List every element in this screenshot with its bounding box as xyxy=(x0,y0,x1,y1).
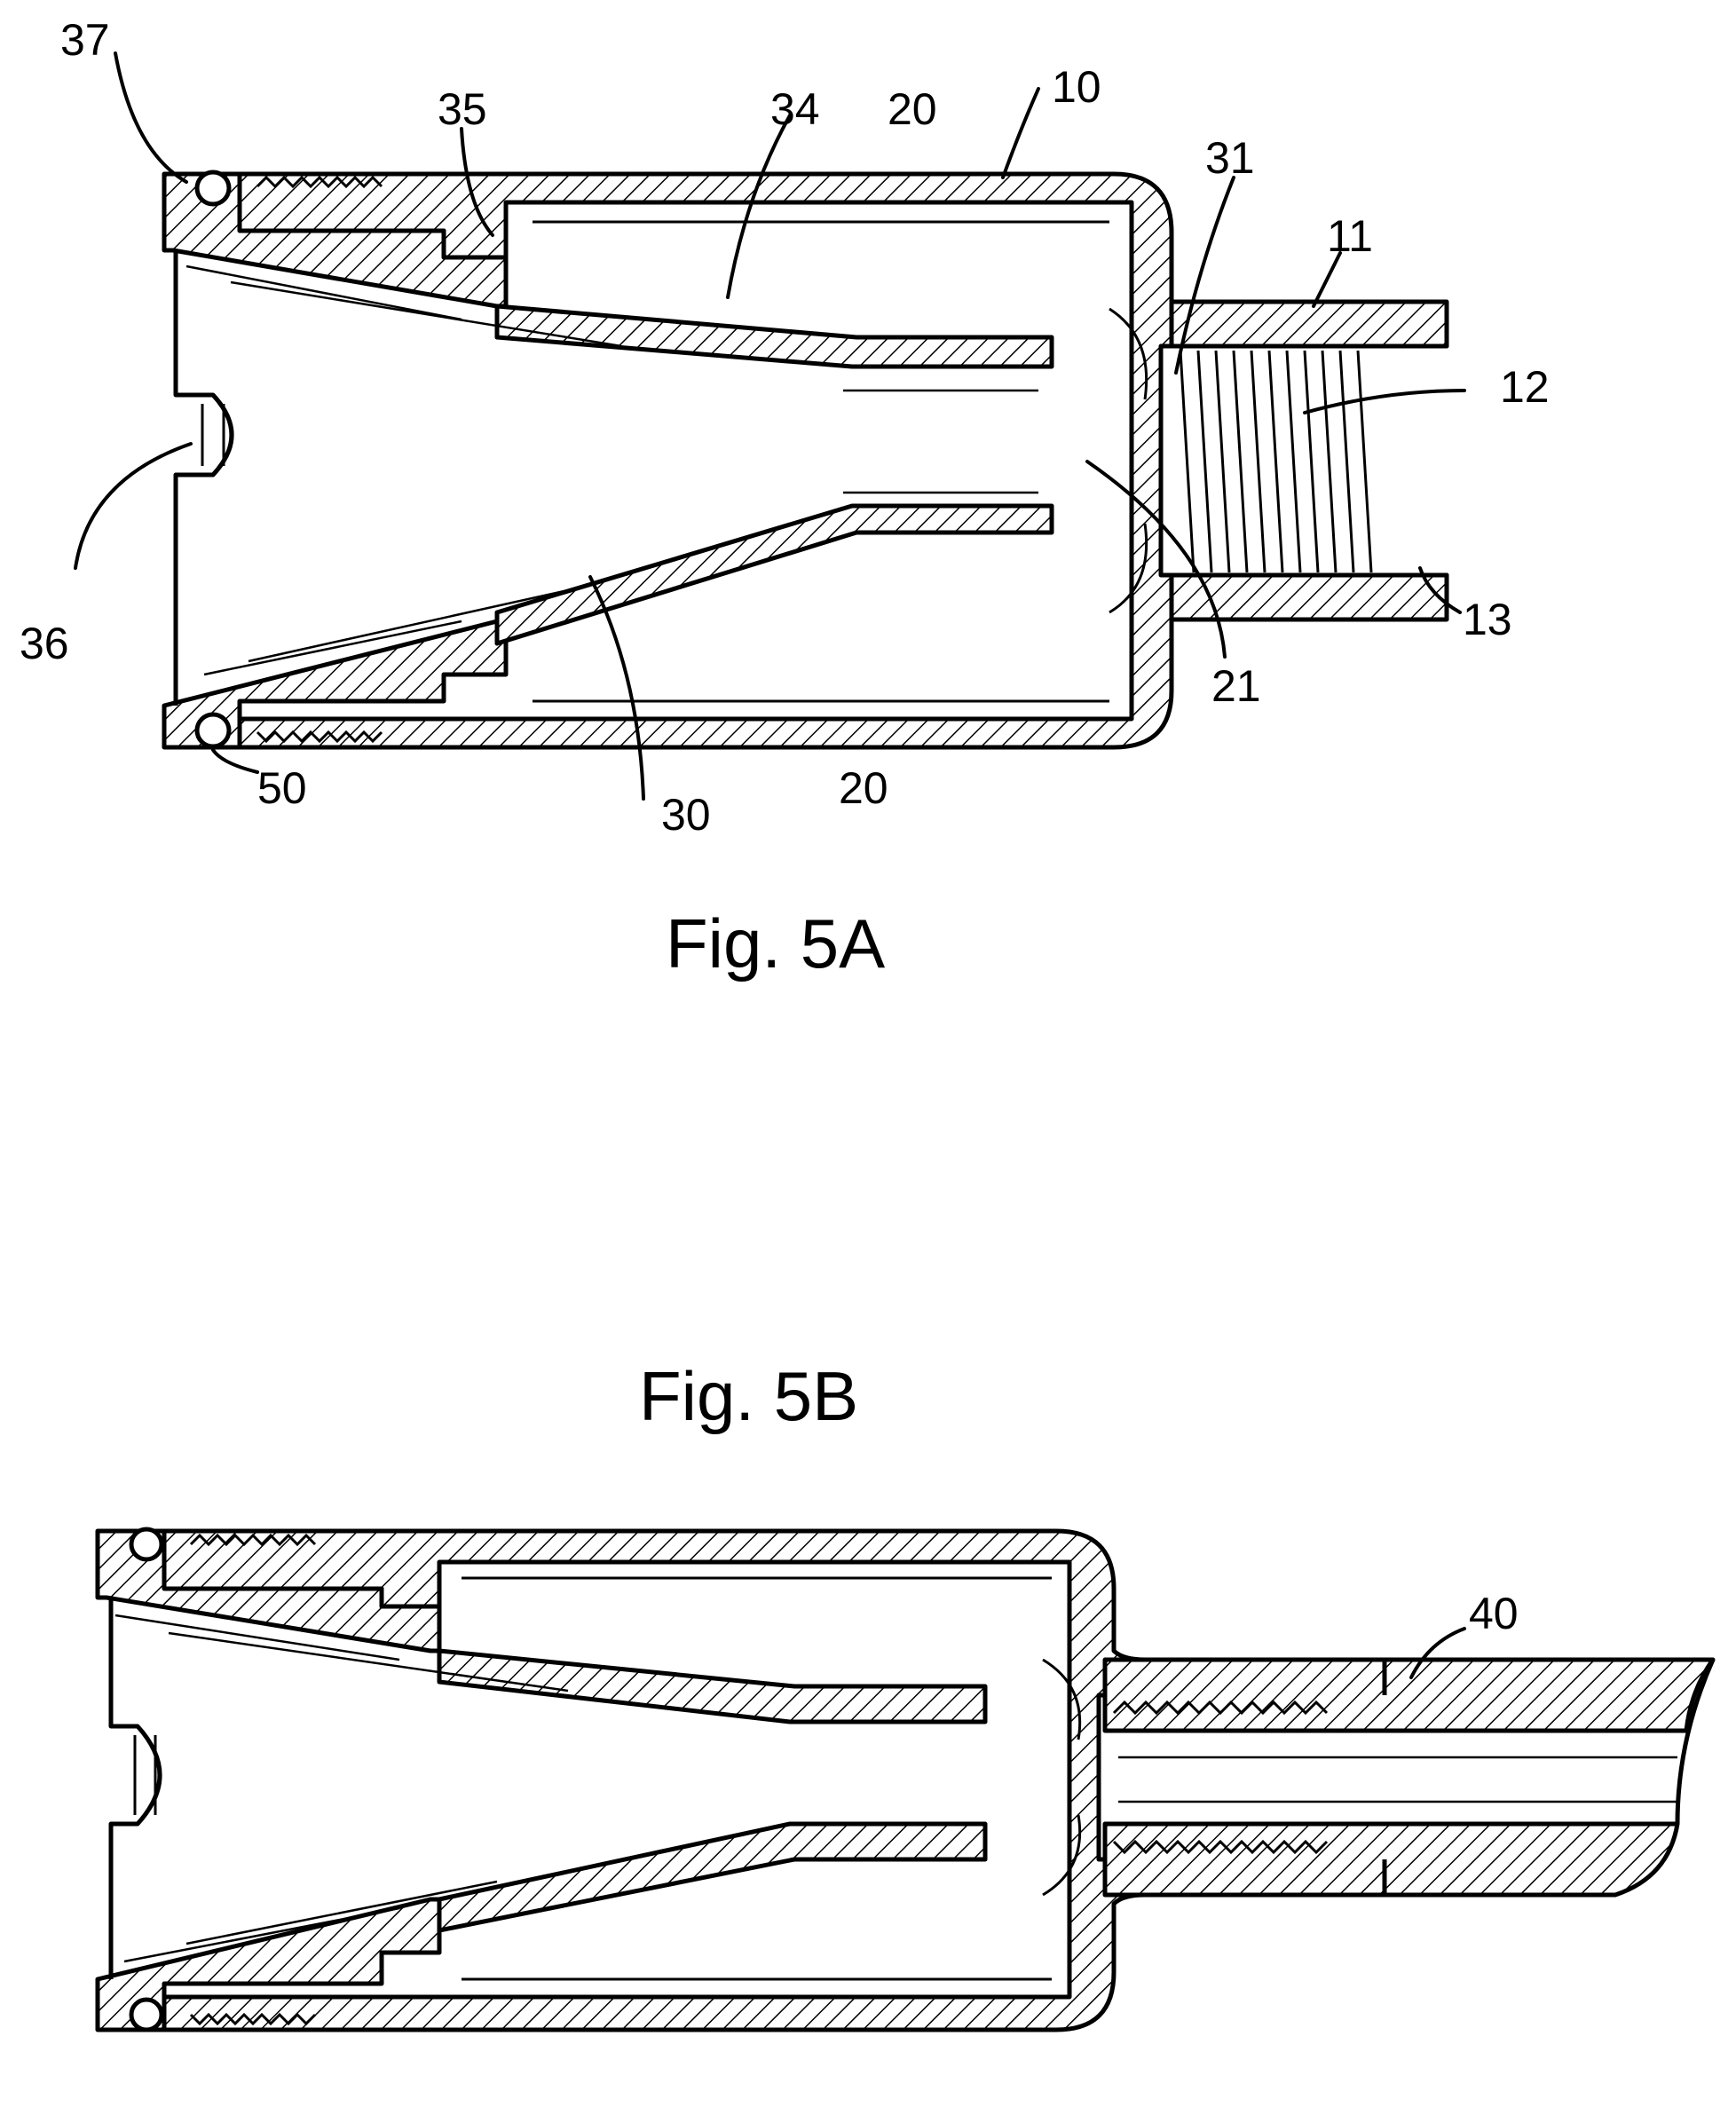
figure-5a: 37 35 34 20 10 31 11 12 36 13 21 50 30 2… xyxy=(20,15,1550,983)
label-36: 36 xyxy=(20,619,69,668)
seal-b-ring-bottom xyxy=(129,1997,164,2032)
label-12: 12 xyxy=(1500,362,1550,412)
seal-b-ring-top xyxy=(129,1527,164,1562)
leader-31 xyxy=(1174,176,1235,375)
funnel-b-wall-bottom xyxy=(437,1821,988,1933)
label-31: 31 xyxy=(1205,133,1255,183)
pipe-threads-bottom xyxy=(1112,1839,1329,1855)
leader-34 xyxy=(726,114,792,299)
leader-36 xyxy=(74,442,193,570)
funnel-b-mouth xyxy=(108,1598,162,1979)
collar-b-threads-top xyxy=(189,1533,317,1547)
coupling-top xyxy=(1169,299,1449,349)
leader-35 xyxy=(460,127,494,237)
pipe-40-bottom xyxy=(1102,1821,1680,1898)
funnel-wall-top xyxy=(494,304,1054,369)
fluid-b-passage xyxy=(1042,1658,1082,1897)
label-13: 13 xyxy=(1463,595,1512,644)
leader-40 xyxy=(1409,1627,1466,1679)
collar-threads-bottom xyxy=(256,730,383,744)
pipe-40-end xyxy=(1675,1658,1716,1825)
collar-threads-top xyxy=(256,175,383,189)
leader-37 xyxy=(114,51,188,184)
label-20-bottom: 20 xyxy=(839,763,888,813)
vent-b-detail xyxy=(133,1735,157,1815)
collar-top xyxy=(162,171,509,309)
bore-b-lines xyxy=(1118,1756,1677,1803)
funnel-shade-bottom xyxy=(203,588,569,676)
label-40: 40 xyxy=(1469,1589,1519,1638)
funnel-b-shade xyxy=(114,1614,569,1963)
collar-b-bottom xyxy=(95,1897,442,2032)
coupling-bottom xyxy=(1169,572,1449,622)
leader-11 xyxy=(1312,251,1342,308)
label-37: 37 xyxy=(60,15,110,65)
funnel-b-wall-top xyxy=(437,1648,988,1724)
funnel-mouth xyxy=(173,250,234,706)
leader-21 xyxy=(1085,460,1227,659)
label-30: 30 xyxy=(661,790,711,840)
fluid-passage xyxy=(1109,307,1148,614)
leader-10 xyxy=(1001,87,1040,179)
label-50: 50 xyxy=(257,763,307,813)
pipe-threads-top xyxy=(1112,1700,1329,1716)
seal-ring-top xyxy=(194,170,232,207)
label-10: 10 xyxy=(1052,62,1101,112)
label-35: 35 xyxy=(438,84,487,134)
figure-5b: 40 xyxy=(95,1527,1716,2032)
collar-b-top xyxy=(95,1528,442,1653)
label-11: 11 xyxy=(1327,211,1373,261)
leader-13 xyxy=(1418,566,1462,614)
leader-50 xyxy=(211,748,259,774)
collar-b-threads-bottom xyxy=(189,2012,317,2026)
caption-fig-5b: Fig. 5B xyxy=(639,1357,858,1435)
internal-threads xyxy=(1179,350,1373,573)
leader-30 xyxy=(588,575,645,801)
label-21: 21 xyxy=(1211,661,1261,711)
funnel-shade-top xyxy=(185,264,622,348)
vent-detail xyxy=(201,404,225,466)
caption-fig-5a: Fig. 5A xyxy=(666,904,885,983)
label-34: 34 xyxy=(770,84,820,134)
pipe-40-top xyxy=(1102,1657,1716,1733)
leader-12 xyxy=(1303,389,1466,414)
funnel-wall-bottom xyxy=(494,503,1054,646)
seal-ring-bottom xyxy=(194,712,232,749)
label-20-top: 20 xyxy=(888,84,937,134)
